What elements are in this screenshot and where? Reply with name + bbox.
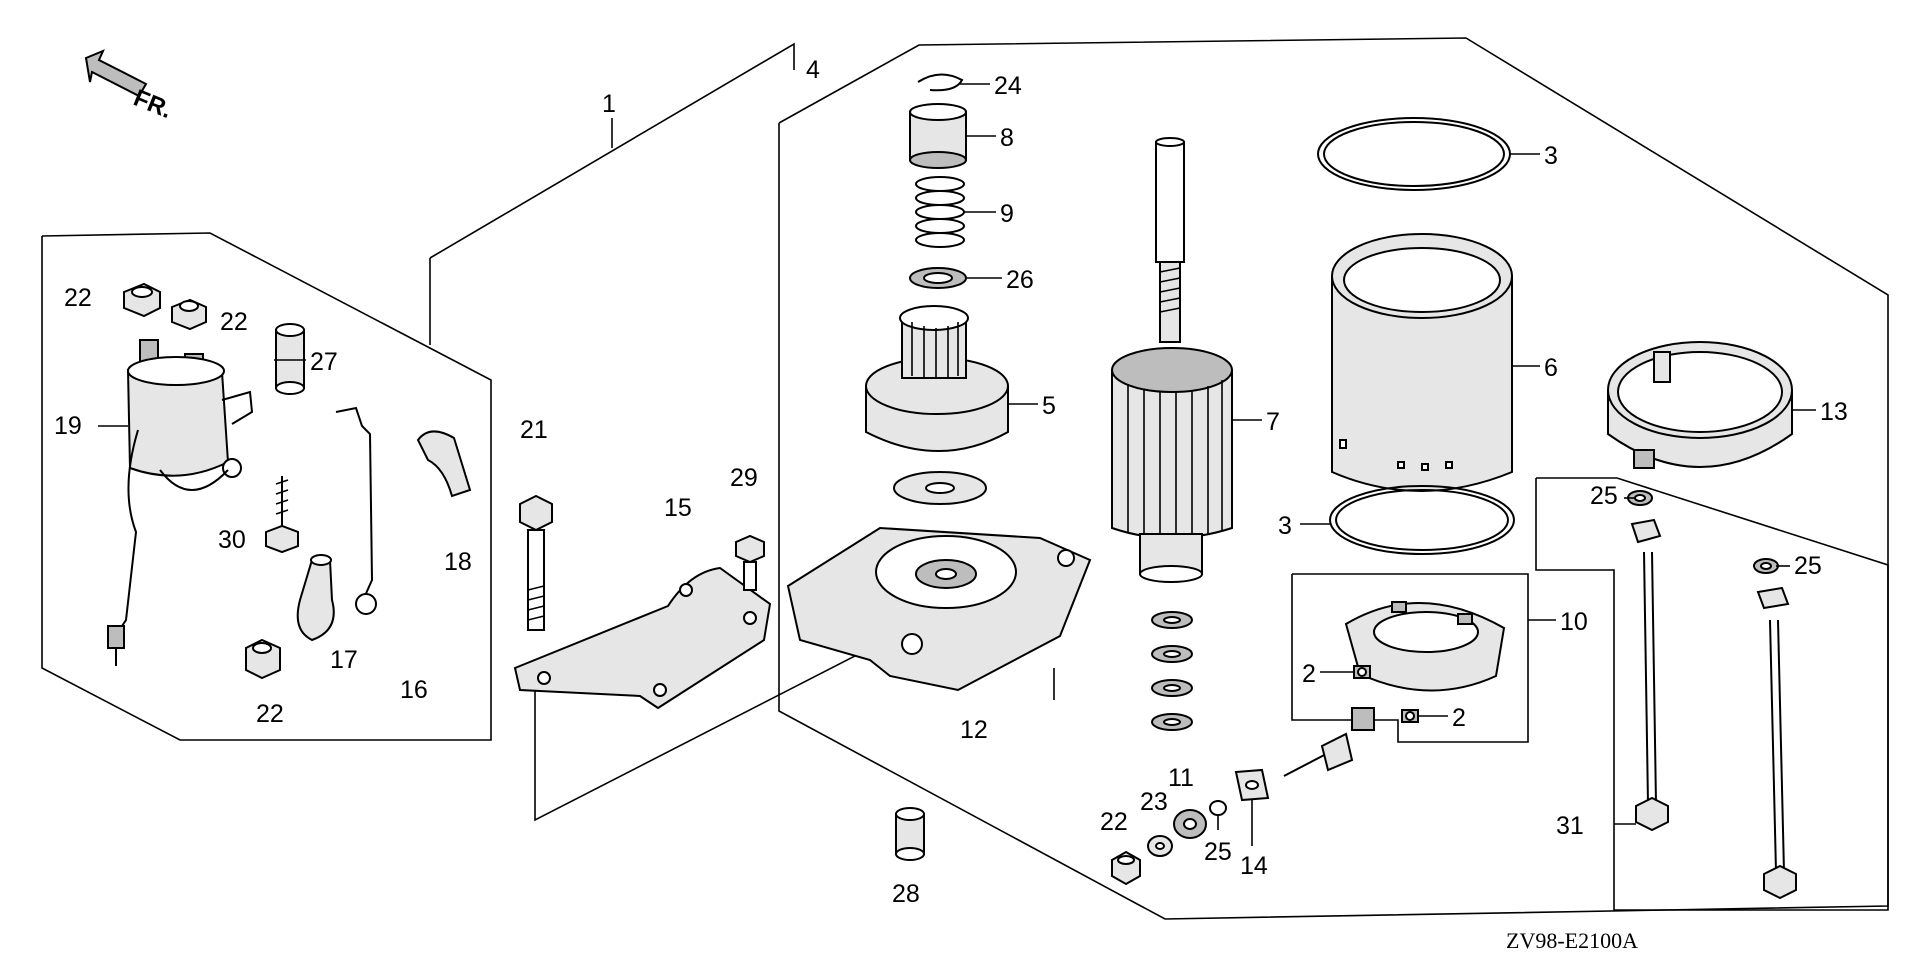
callout-1: 1 [602,90,616,118]
washer-26 [909,267,967,289]
o-ring-3-bottom [1329,485,1515,555]
callout-25-right: 25 [1794,552,1822,580]
callout-8: 8 [1000,124,1014,152]
callout-22-top-right: 22 [220,308,248,336]
bolt-29 [735,534,765,591]
callout-16: 16 [400,676,428,704]
plate-15 [513,566,772,710]
boot-17 [296,554,335,642]
plate-square-left [1630,518,1662,544]
nut-22-top-left [123,282,161,318]
washer-25-right [1753,558,1779,574]
washer-upper [893,471,987,505]
callout-18: 18 [444,548,472,576]
callout-13: 13 [1820,398,1848,426]
callout-2-right: 2 [1452,704,1466,732]
callout-27: 27 [310,348,338,376]
callout-25-bottom: 25 [1204,838,1232,866]
insulator-14 [1234,768,1270,802]
callout-9: 9 [1000,200,1014,228]
callout-22-lower: 22 [256,700,284,728]
dowel-28 [895,807,925,861]
callout-22-bottom: 22 [1100,808,1128,836]
group-outlines [41,37,1889,920]
callout-11: 11 [1168,764,1194,792]
callout-29: 29 [730,464,758,492]
front-label: FR. [130,85,176,125]
callout-28: 28 [892,880,920,908]
washer-stack [1151,611,1193,731]
brush-2-left [1353,665,1371,679]
spring-9 [915,176,965,248]
bolt-30 [265,476,299,554]
brush-holder-10 [1344,601,1506,692]
front-direction-arrow: FR. [84,49,176,125]
callout-2-left: 2 [1302,660,1316,688]
through-bolt-31-right [1763,619,1797,900]
bolt-21 [519,494,553,631]
nut-22-top-right [171,298,207,331]
callout-22-top-left: 22 [64,284,92,312]
rear-cover-13 [1607,341,1793,469]
washer-23 [1147,835,1173,857]
leader-lines [98,83,1816,846]
callout-labels: 1 4 24 8 9 26 5 7 3 6 3 13 25 25 10 2 2 … [54,56,1848,908]
collar-27 [275,323,305,395]
solenoid-19 [107,339,254,666]
callout-14: 14 [1240,852,1268,880]
nut-22-lower [245,638,281,680]
callout-26: 26 [1006,266,1034,294]
washer-25-bottom [1209,800,1227,816]
nut-22-bottom [1111,850,1141,886]
front-bracket-12 [786,526,1092,692]
callout-30: 30 [218,526,246,554]
collar-8 [909,103,967,169]
insulator-11 [1173,809,1207,839]
callout-7: 7 [1266,408,1280,436]
cap-18 [416,430,472,498]
terminal-bolt [1283,707,1375,777]
callout-4: 4 [806,56,820,84]
callout-3-top: 3 [1544,142,1558,170]
yoke-6 [1331,233,1513,492]
brush-2-right [1401,709,1419,723]
callout-3-bottom: 3 [1278,512,1292,540]
callout-23: 23 [1140,788,1168,816]
o-ring-3-top [1317,117,1511,191]
callout-25-upper: 25 [1590,482,1618,510]
callout-6: 6 [1544,354,1558,382]
washer-25-upper [1627,490,1653,506]
through-bolt-31-left [1635,551,1669,832]
snap-ring-24 [917,73,964,92]
callout-12: 12 [960,716,988,744]
pinion-5 [865,305,1009,452]
cable-16 [335,406,377,615]
diagram-code: ZV98-E2100A [1506,928,1638,953]
callout-17: 17 [330,646,358,674]
callout-5: 5 [1042,392,1056,420]
callout-21: 21 [520,416,548,444]
callout-24: 24 [994,72,1022,100]
callout-15: 15 [664,494,692,522]
callout-31: 31 [1556,812,1584,840]
callout-10: 10 [1560,608,1588,636]
plate-square-right [1756,586,1790,610]
callout-19: 19 [54,412,82,440]
armature-7 [1111,137,1233,583]
